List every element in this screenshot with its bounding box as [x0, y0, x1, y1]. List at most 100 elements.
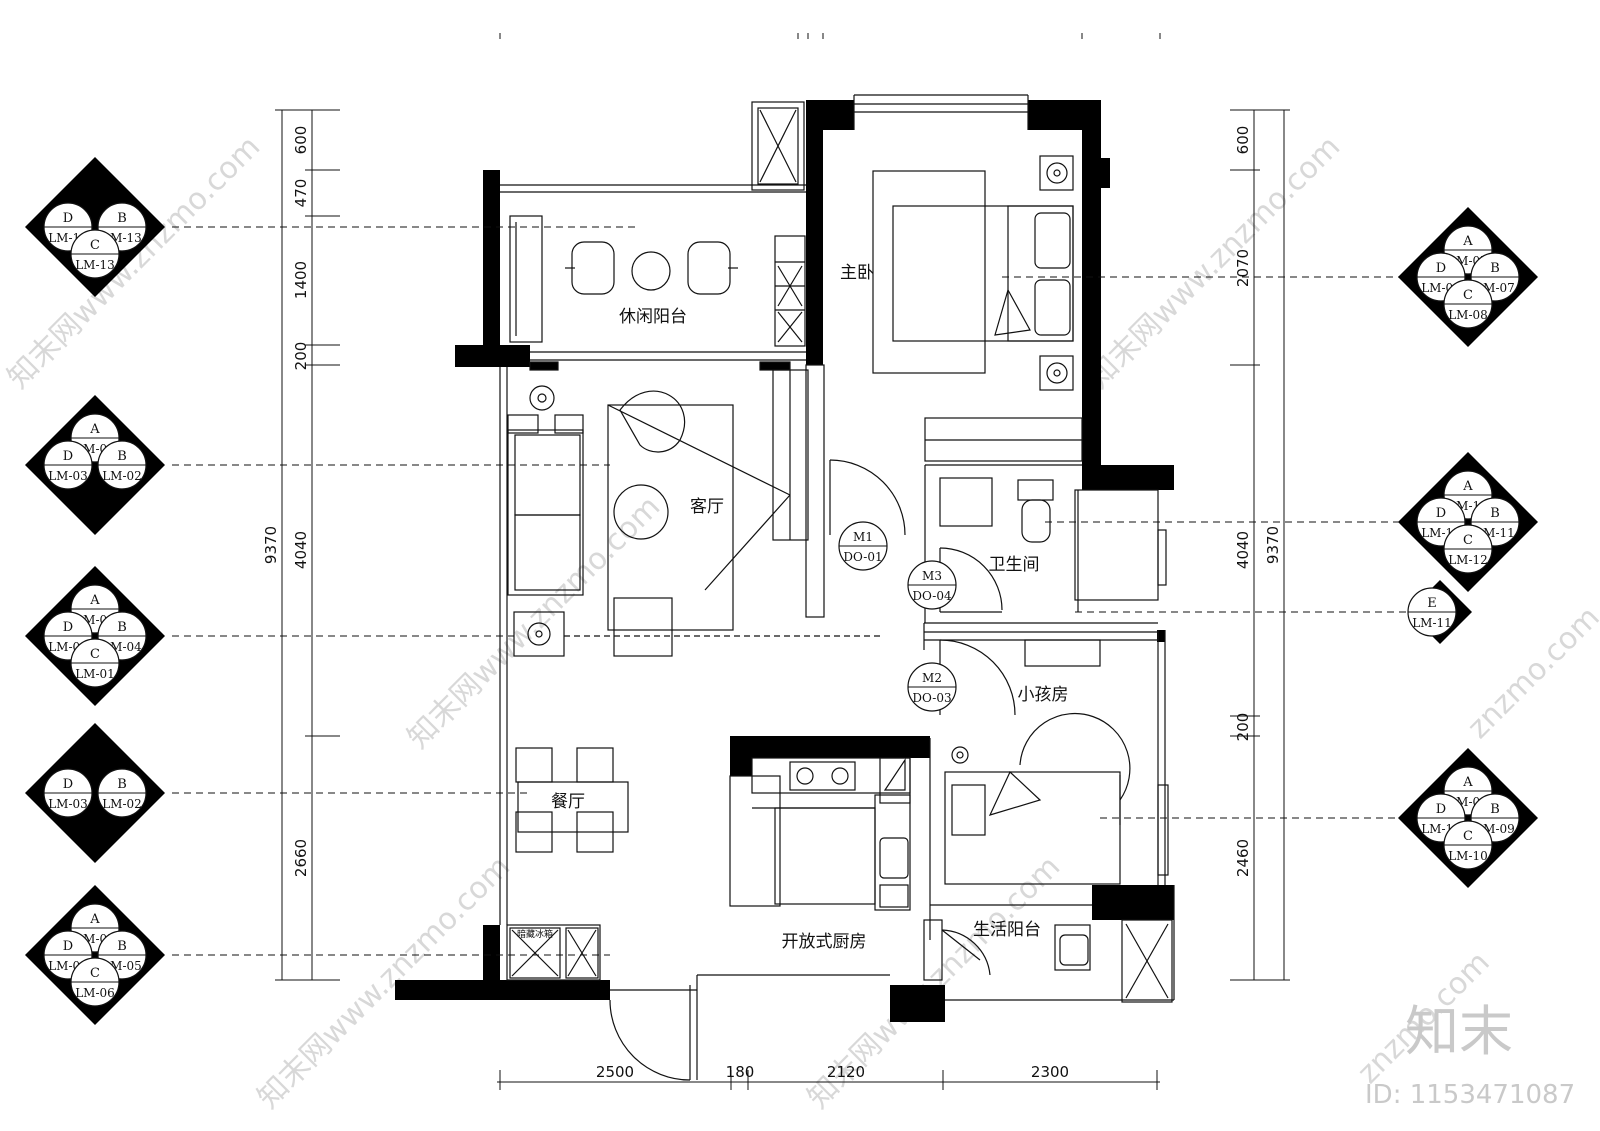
- door-tag-m3: M3 DO-04: [907, 560, 957, 610]
- marker-letter: C: [90, 966, 100, 981]
- marker-letter: B: [1490, 261, 1500, 276]
- door-tag-m2: M2 DO-03: [907, 662, 957, 712]
- marker-letter: A: [1462, 234, 1473, 249]
- marker-ref: LM-03: [48, 797, 88, 811]
- dim-right-3: 4040: [1234, 531, 1252, 569]
- marker-letter: B: [1490, 802, 1500, 817]
- dim-right-total: 9370: [1264, 526, 1282, 564]
- marker-ref: LM-11: [1412, 616, 1452, 630]
- marker-diamond: [1398, 207, 1538, 347]
- door-tag-m1: M1 DO-01: [838, 521, 888, 571]
- dim-left-1: 600: [292, 126, 310, 155]
- marker-bubble-bottom: C LM-08: [1443, 279, 1493, 329]
- marker-ref: LM-03: [48, 469, 88, 483]
- marker-letter: A: [89, 593, 100, 608]
- room-bathroom: 卫生间: [989, 555, 1040, 575]
- marker-bubble-left: D LM-03: [43, 440, 93, 490]
- marker-diamond: [1398, 748, 1538, 888]
- room-utility-balcony: 生活阳台: [973, 920, 1041, 940]
- dim-right-5: 2460: [1234, 839, 1252, 877]
- dim-bottom-1: 2500: [596, 1063, 634, 1081]
- fridge-label: 暗藏冰箱: [517, 928, 553, 940]
- walls: [395, 100, 1174, 1022]
- marker-ref: LM-02: [102, 469, 142, 483]
- marker-letter: A: [89, 912, 100, 927]
- watermark-site-1: 知末网www.znzmo.com: [1, 129, 267, 395]
- marker-diamond: [25, 723, 165, 863]
- marker-letter: E: [1427, 596, 1437, 611]
- marker-letter: B: [1490, 506, 1500, 521]
- marker-letter: C: [1463, 288, 1473, 303]
- elevation-lines: [172, 226, 1406, 956]
- dim-left-4: 200: [292, 342, 310, 371]
- marker-letter: A: [1462, 775, 1473, 790]
- marker-bubble-bottom: CLM-13: [70, 229, 120, 279]
- marker-diamond: [25, 157, 165, 297]
- door-ref: DO-04: [912, 589, 952, 603]
- watermark-brand: 知末: [1405, 1000, 1513, 1063]
- marker-ref: LM-08: [1448, 308, 1488, 322]
- marker-ref: LM-02: [102, 797, 142, 811]
- marker-letter: D: [63, 211, 73, 226]
- dim-left-3: 1400: [292, 261, 310, 299]
- marker-letter: D: [63, 620, 73, 635]
- marker-letter: C: [90, 238, 100, 253]
- marker-bubble-right: BLM-02: [97, 440, 147, 490]
- door-code: M3: [922, 569, 942, 583]
- marker-diamond: [25, 885, 165, 1025]
- marker-ref: LM-06: [75, 986, 115, 1000]
- marker-letter: A: [1462, 479, 1473, 494]
- top-ticks: [499, 33, 1161, 39]
- dimension-lines: [275, 109, 1290, 1090]
- watermark-id: ID: 1153471087: [1365, 1080, 1575, 1110]
- marker-letter: D: [63, 939, 73, 954]
- door-code: M1: [853, 530, 873, 544]
- room-master-bedroom: 主卧: [840, 263, 874, 283]
- marker-bubble-right: B LM-02: [97, 768, 147, 818]
- marker-letter: A: [89, 422, 100, 437]
- door-ref: DO-01: [843, 550, 882, 564]
- marker-bubble-bottom: CLM-12: [1443, 524, 1493, 574]
- watermark-site-2: 知末网www.znzmo.com: [401, 489, 667, 755]
- room-living-room: 客厅: [690, 497, 724, 517]
- watermark-layer: 知末网www.znzmo.com 知末网www.znzmo.com 知末网www…: [1, 129, 1600, 1115]
- door-ref: DO-03: [912, 691, 951, 705]
- marker-letter: D: [63, 777, 73, 792]
- marker-ref: LM-01: [75, 667, 115, 681]
- room-dining-room: 餐厅: [551, 792, 585, 812]
- dimension-labels: 9370 600 470 1400 200 4040 2660 9370 600…: [262, 126, 1282, 1081]
- marker-letter: B: [117, 939, 127, 954]
- marker-letter: D: [63, 449, 73, 464]
- marker-ref: LM-10: [1448, 849, 1488, 863]
- marker-letter: C: [90, 647, 100, 662]
- marker-bubble-bottom: C LM-06: [70, 957, 120, 1007]
- room-open-kitchen: 开放式厨房: [782, 932, 867, 952]
- marker-letter: D: [1436, 802, 1446, 817]
- marker-letter: C: [1463, 829, 1473, 844]
- marker-letter: B: [117, 777, 127, 792]
- dim-left-5: 4040: [292, 531, 310, 569]
- elevation-marker-single: E LM-11: [1407, 580, 1472, 644]
- dim-right-1: 600: [1234, 126, 1252, 155]
- dim-left-2: 470: [292, 179, 310, 208]
- elevation-marker-left-3: D LM-03 B LM-02: [25, 723, 165, 863]
- dim-left-total: 9370: [262, 526, 280, 564]
- marker-letter: C: [1463, 533, 1473, 548]
- marker-bubble-left: D LM-03: [43, 768, 93, 818]
- room-leisure-balcony: 休闲阳台: [619, 307, 687, 327]
- room-labels: 休闲阳台 主卧 客厅 卫生间 小孩房 餐厅 开放式厨房 生活阳台 暗藏冰箱: [517, 263, 1069, 952]
- marker-bubble-bottom: C LM-10: [1443, 820, 1493, 870]
- watermark-site-6: znzmo.com: [1461, 600, 1600, 746]
- door-tags: M1 DO-01 M3 DO-04 M2 DO-03: [838, 521, 957, 712]
- marker-letter: D: [1436, 506, 1446, 521]
- dim-bottom-4: 2300: [1031, 1063, 1069, 1081]
- dim-right-4: 200: [1234, 713, 1252, 742]
- marker-letter: D: [1436, 261, 1446, 276]
- marker-diamond: [25, 566, 165, 706]
